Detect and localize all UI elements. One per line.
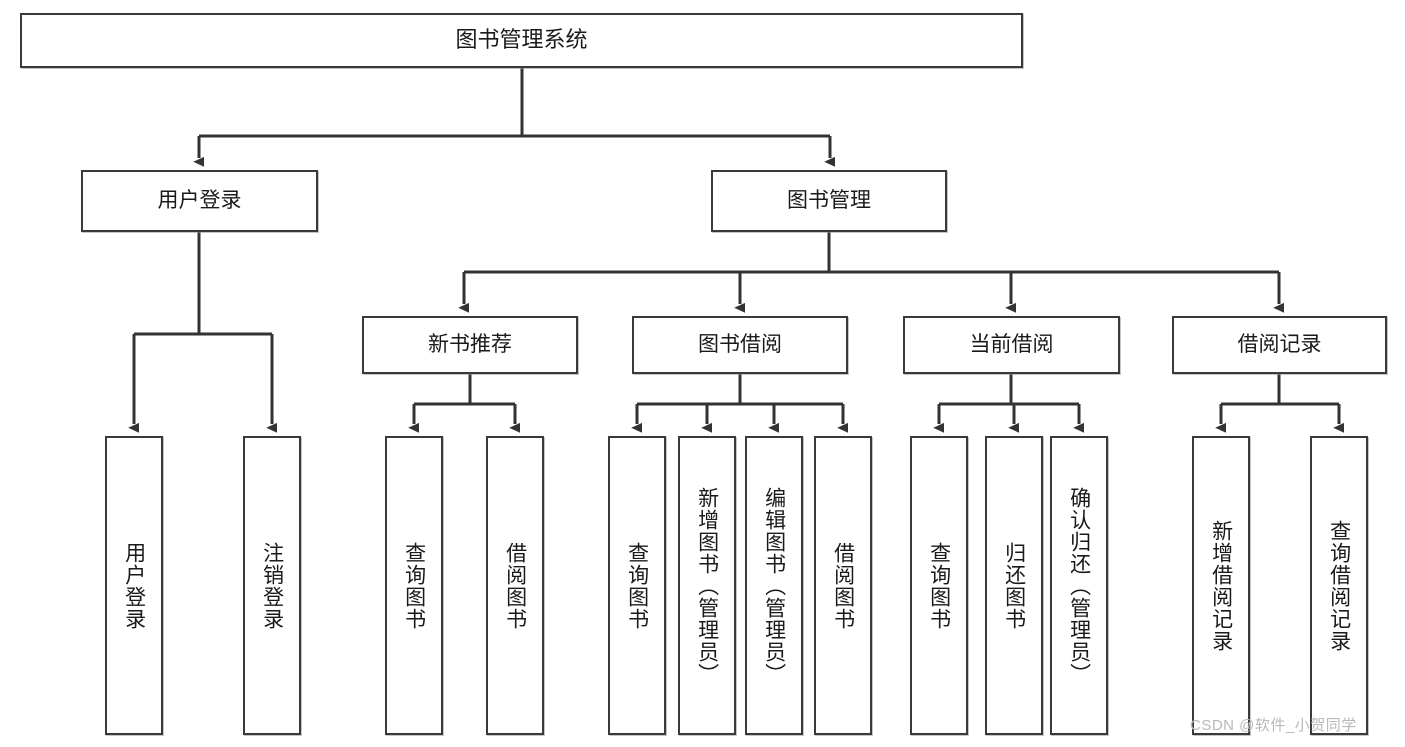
- node-label: 借阅图书: [831, 541, 855, 630]
- node-label: 用户登录: [122, 541, 146, 630]
- node-leaf-query-borrow-record[interactable]: 查询借阅记录: [1310, 436, 1368, 735]
- node-leaf-query-book-recommend[interactable]: 查询图书: [385, 436, 443, 735]
- node-label: 用户登录: [157, 188, 242, 212]
- node-level3-current-borrow[interactable]: 当前借阅: [903, 316, 1120, 374]
- node-label: 注销登录: [260, 541, 284, 630]
- node-label: 图书管理: [787, 188, 871, 212]
- node-label: 当前借阅: [969, 332, 1054, 356]
- node-leaf-borrow-book-recommend[interactable]: 借阅图书: [486, 436, 544, 735]
- node-level3-new-book-recommend[interactable]: 新书推荐: [362, 316, 578, 374]
- node-label: 查询图书: [927, 541, 951, 630]
- node-level3-borrow-records[interactable]: 借阅记录: [1172, 316, 1387, 374]
- node-level2-book-management[interactable]: 图书管理: [711, 170, 947, 232]
- node-label: 查询借阅记录: [1327, 519, 1351, 652]
- node-label: 查询图书: [625, 541, 649, 630]
- node-label: 确认归还（管理员）: [1067, 486, 1091, 685]
- node-leaf-add-borrow-record[interactable]: 新增借阅记录: [1192, 436, 1250, 735]
- node-label: 借阅图书: [503, 541, 527, 630]
- node-leaf-return-book[interactable]: 归还图书: [985, 436, 1043, 735]
- node-leaf-query-book-current[interactable]: 查询图书: [910, 436, 968, 735]
- node-label: 借阅记录: [1237, 332, 1322, 356]
- node-leaf-confirm-return-admin[interactable]: 确认归还（管理员）: [1050, 436, 1108, 735]
- node-root[interactable]: 图书管理系统: [20, 13, 1023, 68]
- node-leaf-logout[interactable]: 注销登录: [243, 436, 301, 735]
- node-label: 图书管理系统: [455, 27, 588, 53]
- node-label: 图书借阅: [698, 332, 782, 356]
- node-leaf-query-book-borrow[interactable]: 查询图书: [608, 436, 666, 735]
- node-leaf-borrow-book[interactable]: 借阅图书: [814, 436, 872, 735]
- node-leaf-user-login[interactable]: 用户登录: [105, 436, 163, 735]
- node-label: 归还图书: [1002, 541, 1026, 630]
- node-leaf-add-book-admin[interactable]: 新增图书（管理员）: [678, 436, 736, 735]
- node-level3-book-borrow[interactable]: 图书借阅: [632, 316, 848, 374]
- node-label: 查询图书: [402, 541, 426, 630]
- node-label: 新增图书（管理员）: [695, 486, 719, 685]
- node-level2-user-login[interactable]: 用户登录: [81, 170, 318, 232]
- node-label: 新增借阅记录: [1209, 519, 1233, 652]
- node-label: 编辑图书（管理员）: [762, 486, 786, 685]
- node-label: 新书推荐: [428, 332, 512, 356]
- node-leaf-edit-book-admin[interactable]: 编辑图书（管理员）: [745, 436, 803, 735]
